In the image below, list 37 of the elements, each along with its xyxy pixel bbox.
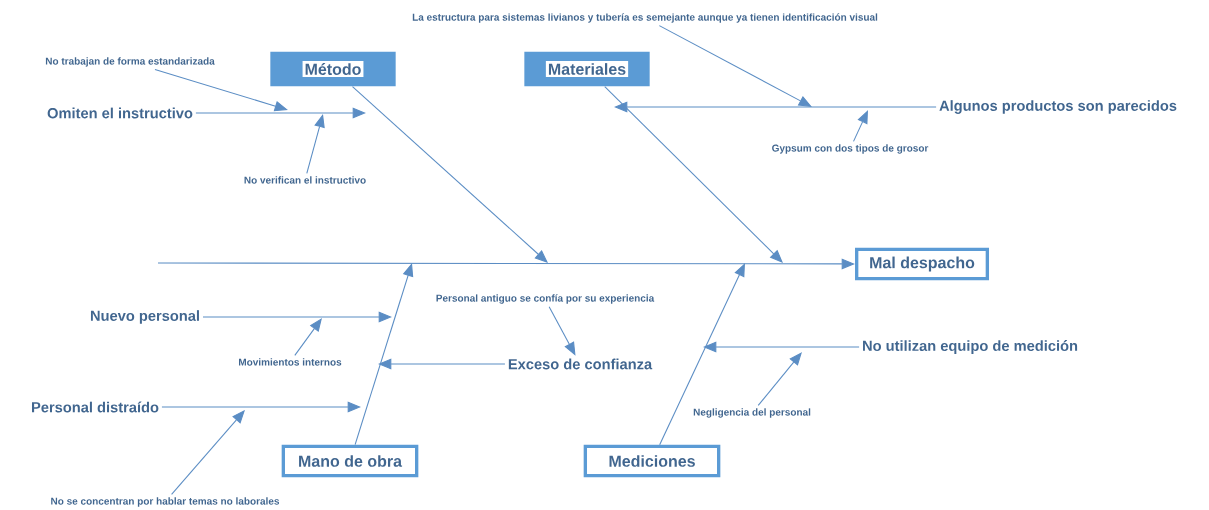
bone-arrow (351, 86, 548, 263)
spine-arrow (157, 258, 855, 270)
leader-arrow (658, 25, 812, 107)
bone-arrow (354, 263, 414, 446)
sub-cause-label: La estructura para sistemas livianos y tubería es semejante aunque ya tienen identificación visual (412, 13, 878, 23)
cause-label: Personal distraído (32, 401, 159, 413)
cause-label: Nuevo personal (90, 310, 199, 324)
cause-label: No utilizan equipo de medición (863, 340, 1078, 354)
bone-arrow (659, 263, 745, 446)
cause-arrow (161, 401, 361, 413)
leader-arrow (294, 318, 322, 356)
category-box: Mano de obra (281, 444, 419, 478)
cause-label: Omiten el instructivo (47, 107, 193, 119)
effect-box: Mal despacho (855, 247, 989, 281)
leader-arrow (306, 114, 325, 174)
sub-cause-label: Personal antiguo se confía por su experiencia (436, 294, 655, 304)
bone-arrow (604, 86, 783, 263)
cause-arrow (703, 341, 860, 353)
cause-label: Exceso de confianza (508, 358, 653, 370)
sub-cause-label: No verifican el instructivo (244, 176, 366, 184)
sub-cause-label: Negligencia del personal (693, 408, 811, 418)
category-box: Método (270, 51, 396, 87)
category-box: Mediciones (583, 444, 721, 478)
cause-arrow (614, 101, 937, 113)
sub-cause-label: No se concentran por hablar temas no laborales (51, 497, 280, 507)
leader-arrow (154, 69, 288, 112)
leader-arrow (853, 110, 868, 142)
cause-arrow (202, 311, 392, 323)
category-box: Materiales (524, 51, 650, 87)
sub-cause-label: No trabajan de forma estandarizada (45, 57, 215, 67)
cause-arrow (378, 358, 506, 370)
leader-arrow (757, 352, 802, 406)
cause-arrow (195, 107, 366, 119)
sub-cause-label: Movimientos internos (239, 358, 342, 366)
cause-label: Algunos productos son parecidos (939, 100, 1177, 114)
leader-arrow (171, 410, 245, 495)
sub-cause-label: Gypsum con dos tipos de grosor (772, 144, 929, 154)
